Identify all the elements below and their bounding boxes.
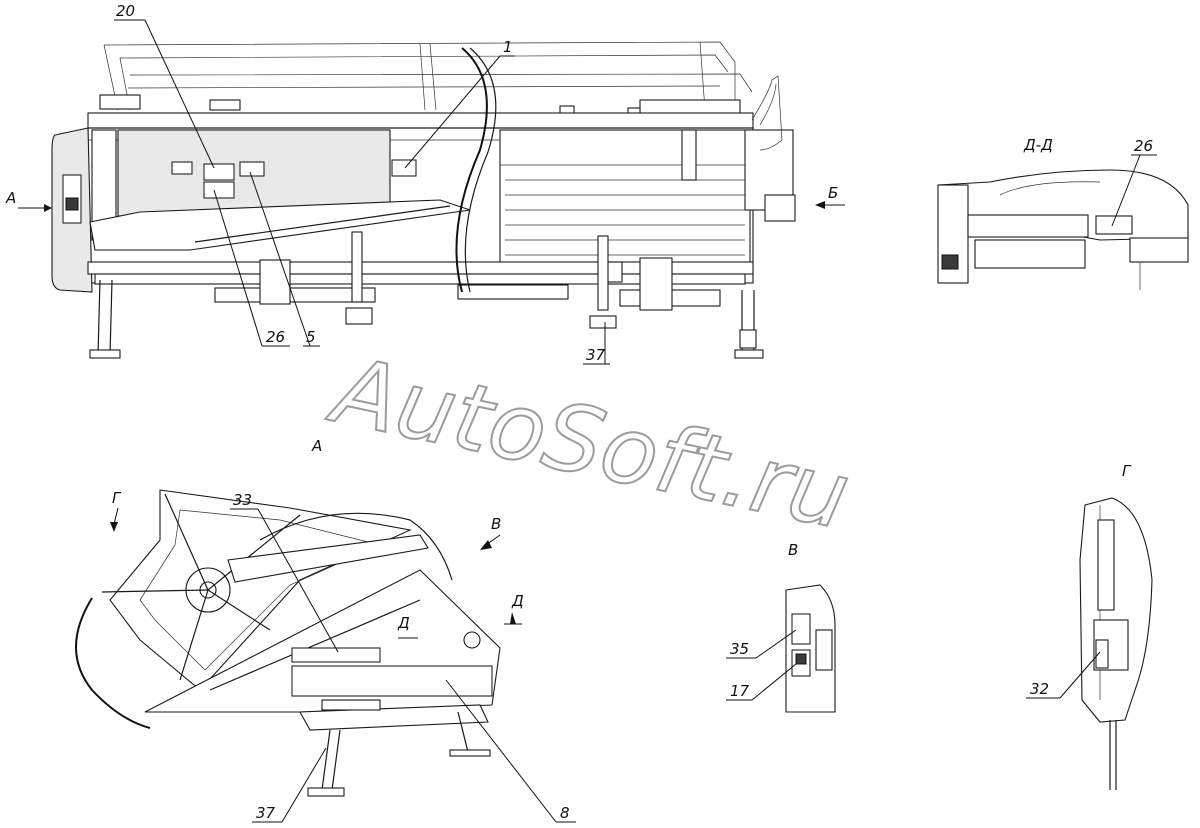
arrow-d-lower-label: Д (397, 614, 410, 632)
callout-35: 35 (730, 640, 749, 658)
callout-26-dd: 26 (1134, 137, 1153, 155)
callout-17: 17 (730, 682, 750, 700)
callout-1: 1 (503, 38, 513, 56)
callout-20: 20 (116, 2, 135, 20)
section-dd-title: Д-Д (1023, 136, 1053, 154)
view-a-side (75, 489, 501, 797)
view-g-title: Г (1122, 462, 1132, 480)
callout-8: 8 (560, 804, 570, 822)
view-g: Г 32 (1026, 462, 1153, 790)
callout-37-main: 37 (586, 346, 606, 364)
arrow-g-label: Г (112, 489, 122, 507)
view-a-callouts: 33 37 8 (230, 491, 576, 823)
main-front-view (51, 41, 796, 359)
arrow-a-label: А (5, 189, 16, 207)
view-arrow-a: А (5, 189, 52, 212)
callout-5: 5 (306, 328, 316, 346)
section-d-d: Д-Д 26 (937, 136, 1189, 290)
callout-33: 33 (233, 491, 252, 509)
view-a-title: А (311, 437, 322, 455)
arrow-v-label: В (491, 515, 501, 533)
view-arrow-b: Б (815, 184, 845, 209)
view-a-arrows: Г В Д Д (110, 489, 524, 639)
arrow-d-upper-label: Д (511, 592, 524, 610)
callout-26: 26 (266, 328, 285, 346)
arrow-b-label: Б (828, 184, 838, 202)
view-v-title: В (788, 541, 798, 559)
callout-32: 32 (1030, 680, 1049, 698)
callout-37-a: 37 (256, 804, 276, 822)
view-v: В 35 17 (726, 541, 836, 713)
main-view-callouts: 20 1 26 5 37 (114, 2, 610, 365)
